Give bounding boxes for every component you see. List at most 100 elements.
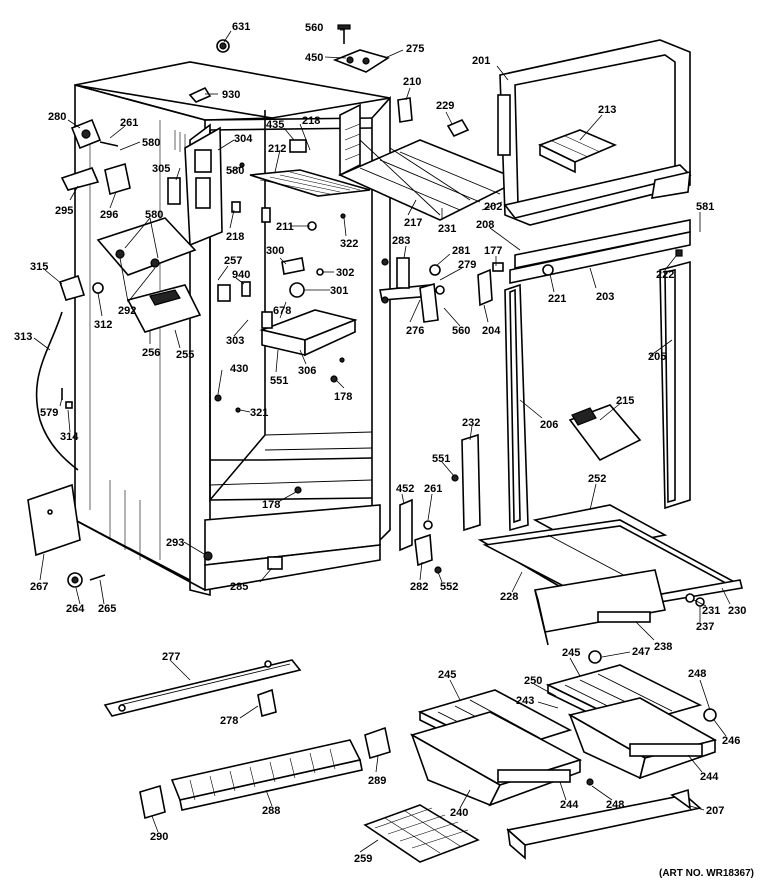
part-label: 212 bbox=[268, 143, 286, 155]
part-label: 244 bbox=[700, 771, 719, 783]
part-label: 278 bbox=[220, 715, 238, 727]
part-label: 231 bbox=[438, 223, 456, 235]
refrigerator-cabinet bbox=[74, 61, 391, 597]
part-label: 275 bbox=[406, 43, 424, 55]
freezer-door bbox=[497, 39, 692, 226]
part-label: 281 bbox=[452, 245, 470, 257]
crisper-drawers bbox=[409, 650, 718, 860]
top-cover-parts bbox=[188, 24, 470, 138]
part-label: 237 bbox=[696, 621, 714, 633]
part-label: 218 bbox=[226, 231, 244, 243]
base-grille-parts bbox=[103, 659, 480, 863]
part-label: 322 bbox=[340, 238, 358, 250]
part-label: 312 bbox=[94, 319, 112, 331]
part-label: 217 bbox=[404, 217, 422, 229]
part-label: 243 bbox=[516, 695, 534, 707]
hinge-276 bbox=[379, 257, 445, 323]
part-label: 265 bbox=[98, 603, 116, 615]
part-label: 580 bbox=[145, 209, 163, 221]
part-label: 178 bbox=[334, 391, 352, 403]
part-label: 245 bbox=[438, 669, 456, 681]
part-label: 215 bbox=[616, 395, 634, 407]
part-label: 301 bbox=[330, 285, 348, 297]
part-label: 631 bbox=[232, 21, 250, 33]
part-label: 206 bbox=[540, 419, 558, 431]
part-label: 678 bbox=[273, 305, 291, 317]
part-number-labels: 631 560 275 450 930 210 229 201 213 280 … bbox=[14, 21, 746, 865]
part-label: 238 bbox=[654, 641, 672, 653]
part-label: 581 bbox=[696, 201, 714, 213]
part-label: 300 bbox=[266, 245, 284, 257]
part-label: 279 bbox=[458, 259, 476, 271]
part-label: 304 bbox=[234, 133, 253, 145]
part-label: 221 bbox=[548, 293, 566, 305]
part-label: 306 bbox=[298, 365, 316, 377]
part-label: 277 bbox=[162, 651, 180, 663]
part-label: 261 bbox=[120, 117, 138, 129]
part-label: 207 bbox=[706, 805, 724, 817]
part-label: 551 bbox=[432, 453, 450, 465]
part-label: 930 bbox=[222, 89, 240, 101]
part-label: 211 bbox=[276, 221, 294, 233]
part-label: 579 bbox=[40, 407, 58, 419]
part-label: 295 bbox=[55, 205, 73, 217]
part-label: 177 bbox=[484, 245, 502, 257]
part-label: 203 bbox=[596, 291, 614, 303]
part-label: 178 bbox=[262, 499, 280, 511]
part-label: 560 bbox=[452, 325, 470, 337]
part-label: 248 bbox=[688, 668, 706, 680]
part-label: 259 bbox=[354, 853, 372, 865]
part-label: 246 bbox=[722, 735, 740, 747]
part-label: 232 bbox=[462, 417, 480, 429]
part-label: 303 bbox=[226, 335, 244, 347]
part-label: 290 bbox=[150, 831, 168, 843]
part-label: 222 bbox=[656, 269, 674, 281]
part-label: 244 bbox=[560, 799, 579, 811]
part-label: 280 bbox=[48, 111, 66, 123]
part-label: 261 bbox=[424, 483, 442, 495]
part-label: 314 bbox=[60, 431, 79, 443]
part-label: 202 bbox=[484, 201, 502, 213]
part-label: 247 bbox=[632, 646, 650, 658]
part-label: 245 bbox=[562, 647, 580, 659]
part-label: 240 bbox=[450, 807, 468, 819]
part-label: 208 bbox=[476, 219, 494, 231]
part-label: 580 bbox=[226, 165, 244, 177]
part-label: 321 bbox=[250, 407, 268, 419]
part-label: 288 bbox=[262, 805, 280, 817]
part-label: 283 bbox=[392, 235, 410, 247]
left-control-parts bbox=[27, 118, 202, 588]
part-label: 580 bbox=[142, 137, 160, 149]
part-label: 293 bbox=[166, 537, 184, 549]
part-label: 255 bbox=[176, 349, 194, 361]
part-label: 452 bbox=[396, 483, 414, 495]
part-label: 430 bbox=[230, 363, 248, 375]
leader-lines bbox=[33, 29, 731, 853]
part-label: 252 bbox=[588, 473, 606, 485]
part-label: 229 bbox=[436, 100, 454, 112]
part-label: 305 bbox=[152, 163, 170, 175]
part-label: 302 bbox=[336, 267, 354, 279]
part-label: 213 bbox=[598, 104, 616, 116]
part-label: 230 bbox=[728, 605, 746, 617]
part-label: 276 bbox=[406, 325, 424, 337]
part-label: 264 bbox=[66, 603, 85, 615]
part-label: 435 bbox=[266, 119, 284, 131]
part-label: 201 bbox=[472, 55, 490, 67]
mullion-braces bbox=[477, 219, 691, 532]
part-label: 204 bbox=[482, 325, 501, 337]
part-label: 267 bbox=[30, 581, 48, 593]
part-label: 218 bbox=[302, 115, 320, 127]
part-label: 313 bbox=[14, 331, 32, 343]
part-label: 250 bbox=[524, 675, 542, 687]
part-label: 205 bbox=[648, 351, 666, 363]
part-label: 248 bbox=[606, 799, 624, 811]
part-label: 231 bbox=[702, 605, 720, 617]
part-label: 257 bbox=[224, 255, 242, 267]
part-label: 228 bbox=[500, 591, 518, 603]
part-label: 450 bbox=[305, 52, 323, 64]
part-label: 282 bbox=[410, 581, 428, 593]
part-label: 315 bbox=[30, 261, 48, 273]
part-label: 292 bbox=[118, 305, 136, 317]
part-label: 551 bbox=[270, 375, 288, 387]
